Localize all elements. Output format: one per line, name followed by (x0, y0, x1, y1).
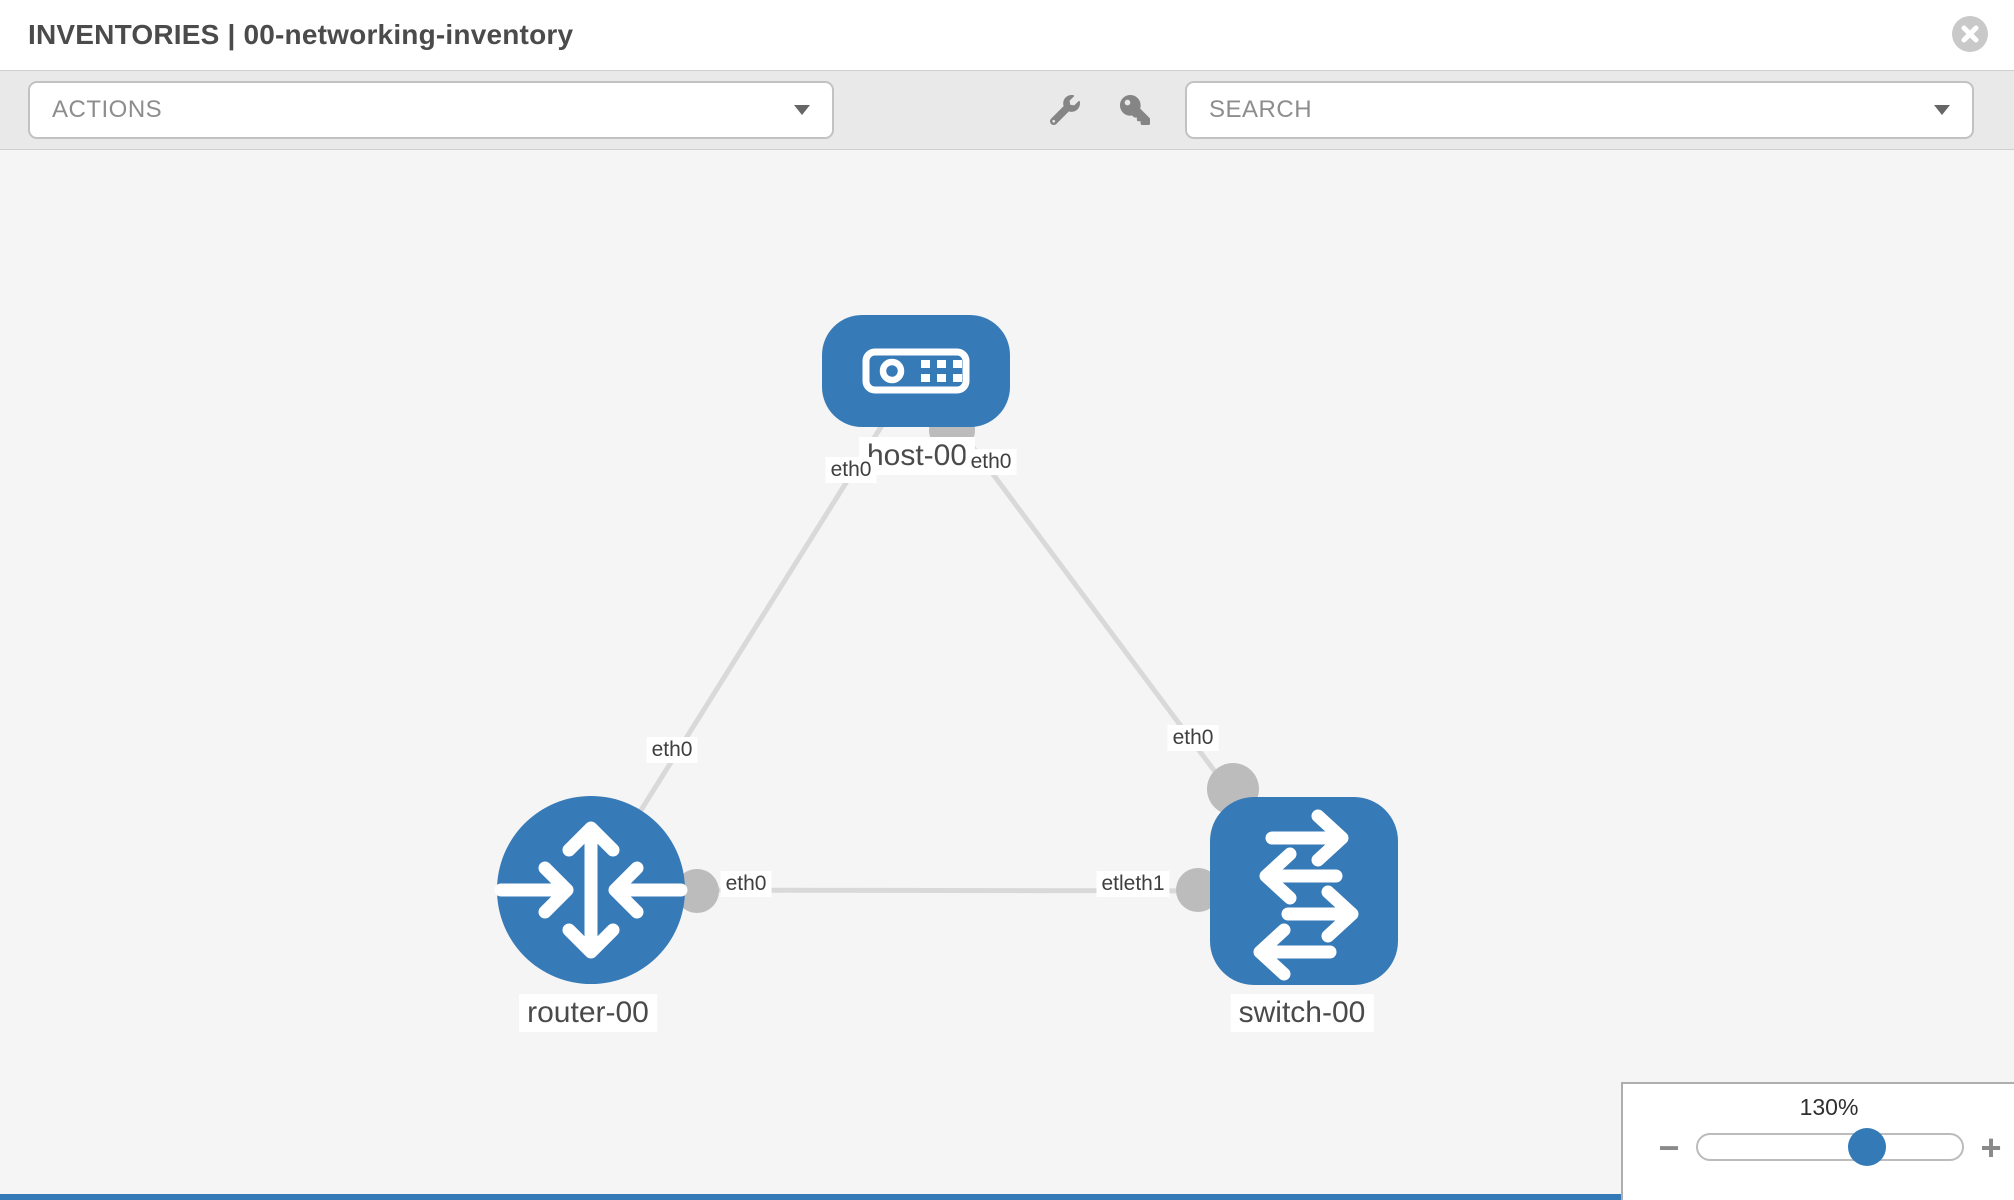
interface-label-host-left: eth0 (825, 457, 877, 483)
search-dropdown[interactable]: SEARCH (1185, 81, 1974, 139)
footer-accent-bar (0, 1194, 1621, 1200)
toolbar: ACTIONS SEARCH (0, 70, 2014, 150)
actions-dropdown-label: ACTIONS (52, 96, 163, 123)
interface-dot-router[interactable] (675, 869, 719, 913)
actions-dropdown[interactable]: ACTIONS (28, 81, 834, 139)
zoom-in-button[interactable]: + (1980, 1126, 2002, 1168)
interface-label-router-link: eth0 (720, 871, 772, 897)
interface-label-switch-top: eth0 (1167, 725, 1219, 751)
search-dropdown-placeholder: SEARCH (1209, 96, 1313, 123)
node-switch-00[interactable] (1210, 797, 1398, 985)
chevron-down-icon (1934, 105, 1950, 115)
node-router-00[interactable] (494, 796, 688, 984)
zoom-out-button[interactable]: − (1658, 1126, 1680, 1168)
zoom-slider-thumb[interactable] (1847, 1128, 1886, 1166)
switch-icon (1253, 809, 1359, 981)
zoom-panel: 130% − + (1621, 1082, 2014, 1200)
close-icon (1961, 25, 1979, 43)
host-icon (862, 348, 970, 394)
zoom-slider-row: − + (1655, 1126, 2014, 1168)
zoom-level: 130% (1799, 1094, 1859, 1120)
toolbar-icons (1049, 94, 1151, 126)
topology-canvas[interactable]: host-00 router-00 switch-00 eth0 eth0 et… (0, 150, 2014, 1200)
close-button[interactable] (1952, 16, 1988, 52)
node-label-switch: switch-00 (1230, 994, 1374, 1032)
topology-graph (494, 315, 1398, 985)
interface-dot-switch-left[interactable] (1176, 868, 1220, 912)
interface-label-switch-link: etleth1 (1096, 871, 1170, 897)
zoom-slider[interactable] (1696, 1128, 1964, 1166)
header: INVENTORIES | 00-networking-inventory (0, 0, 2014, 70)
node-label-router: router-00 (519, 994, 657, 1032)
router-icon (494, 821, 688, 959)
node-host-00[interactable] (822, 315, 1010, 427)
interface-label-host-right: eth0 (965, 449, 1017, 475)
interface-label-router-top: eth0 (646, 737, 698, 763)
wrench-icon[interactable] (1049, 94, 1081, 126)
node-label-host: host-00 (858, 437, 976, 475)
chevron-down-icon (794, 105, 810, 115)
key-icon[interactable] (1119, 94, 1151, 126)
page-title: INVENTORIES | 00-networking-inventory (28, 19, 574, 50)
